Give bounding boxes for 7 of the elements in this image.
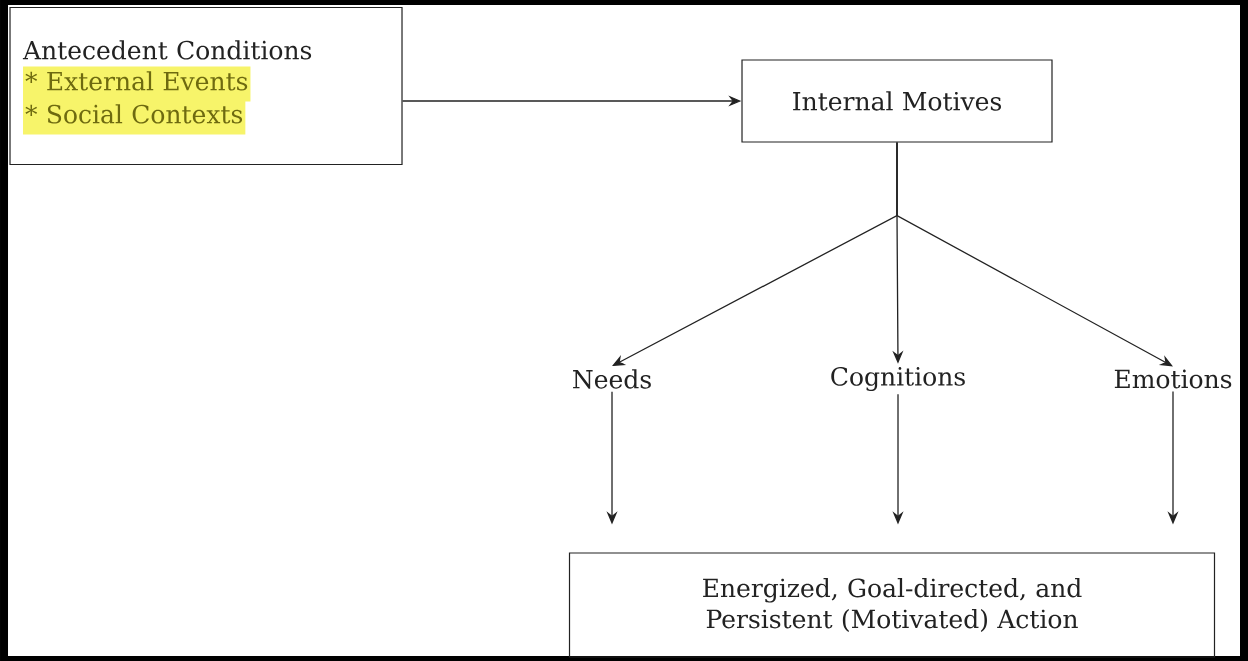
node-label: Cognitions	[831, 366, 965, 392]
node-label: Needs	[573, 369, 651, 389]
process-box: Internal Motives	[741, 59, 1053, 143]
node-label: Emotions	[1114, 369, 1232, 389]
arrow	[896, 141, 1173, 367]
process-box: Energized, Goal-directed, and Persistent (Motivated) Action	[568, 552, 1216, 658]
conditions-box: Antecedent Conditions * External Events * Social Contexts	[9, 6, 403, 166]
